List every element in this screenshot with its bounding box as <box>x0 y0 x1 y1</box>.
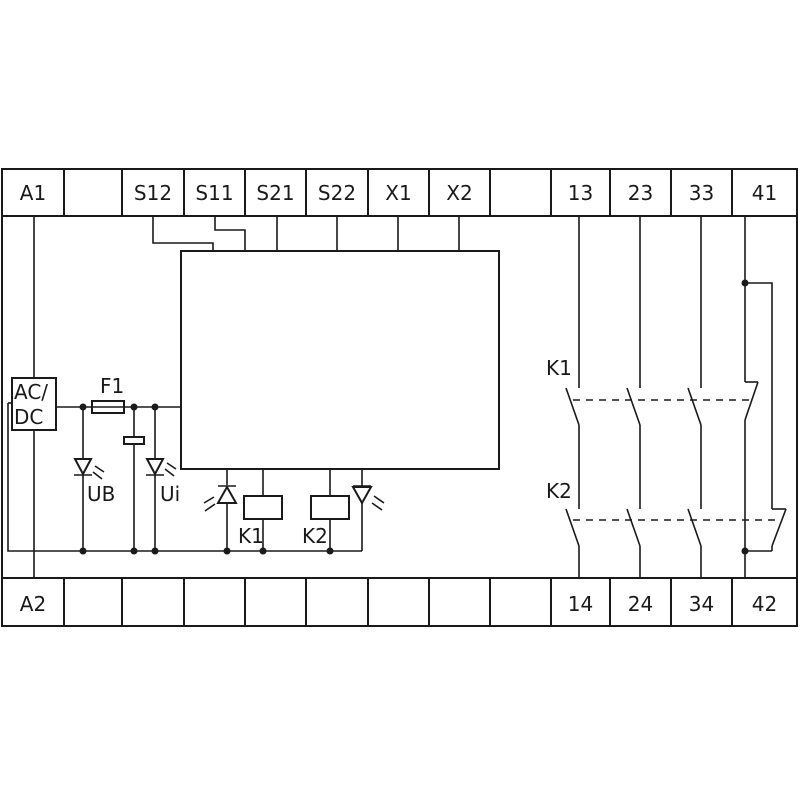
top-terminal-a1: A1 <box>20 181 46 205</box>
ac-dc-label-bottom: DC <box>14 405 43 429</box>
led-ub-label: UB <box>87 482 115 506</box>
top-terminal-33: 33 <box>689 181 714 205</box>
top-terminal-13: 13 <box>568 181 593 205</box>
bottom-terminal-strip: A2 14 24 34 42 <box>1 577 798 627</box>
power-supply-section: AC/ DC F1 UB Ui <box>7 216 362 578</box>
led-k1-icon <box>216 484 238 504</box>
bottom-terminal-42: 42 <box>752 592 777 616</box>
bottom-terminal-a2: A2 <box>20 592 46 616</box>
bottom-terminal-34: 34 <box>689 592 714 616</box>
input-wiring <box>152 216 460 251</box>
led-ui-label: Ui <box>160 482 180 506</box>
led-ui-icon <box>145 458 165 477</box>
top-terminal-s22: S22 <box>318 181 356 205</box>
ac-dc-label-top: AC/ <box>14 380 48 404</box>
top-terminal-41: 41 <box>752 181 777 205</box>
led-ub-icon <box>73 458 93 477</box>
logic-block <box>180 250 500 470</box>
contact-k2-label: K2 <box>546 479 572 503</box>
device-housing <box>1 168 798 627</box>
top-terminal-x2: X2 <box>446 181 472 205</box>
contacts-section: K1 K2 <box>546 216 787 578</box>
top-terminal-x1: X1 <box>385 181 411 205</box>
led-k2-icon <box>351 486 373 506</box>
relay-k2-label: K2 <box>302 524 328 548</box>
capacitor-icon <box>123 436 145 445</box>
bottom-terminal-14: 14 <box>568 592 593 616</box>
relay-coil-k2 <box>310 495 350 520</box>
relay-coil-k1 <box>243 495 283 520</box>
ac-dc-converter <box>11 377 57 431</box>
contact-k1-label: K1 <box>546 356 572 380</box>
top-terminal-s12: S12 <box>134 181 172 205</box>
fuse-label: F1 <box>100 374 124 398</box>
top-terminal-23: 23 <box>628 181 653 205</box>
relay-output-section: K1 K2 <box>203 469 385 555</box>
top-terminal-s21: S21 <box>256 181 294 205</box>
top-terminal-s11: S11 <box>195 181 233 205</box>
top-terminal-strip: A1 S12 S11 S21 S22 X1 X2 13 23 33 41 <box>1 168 798 217</box>
bottom-terminal-24: 24 <box>628 592 653 616</box>
relay-k1-label: K1 <box>238 524 264 548</box>
